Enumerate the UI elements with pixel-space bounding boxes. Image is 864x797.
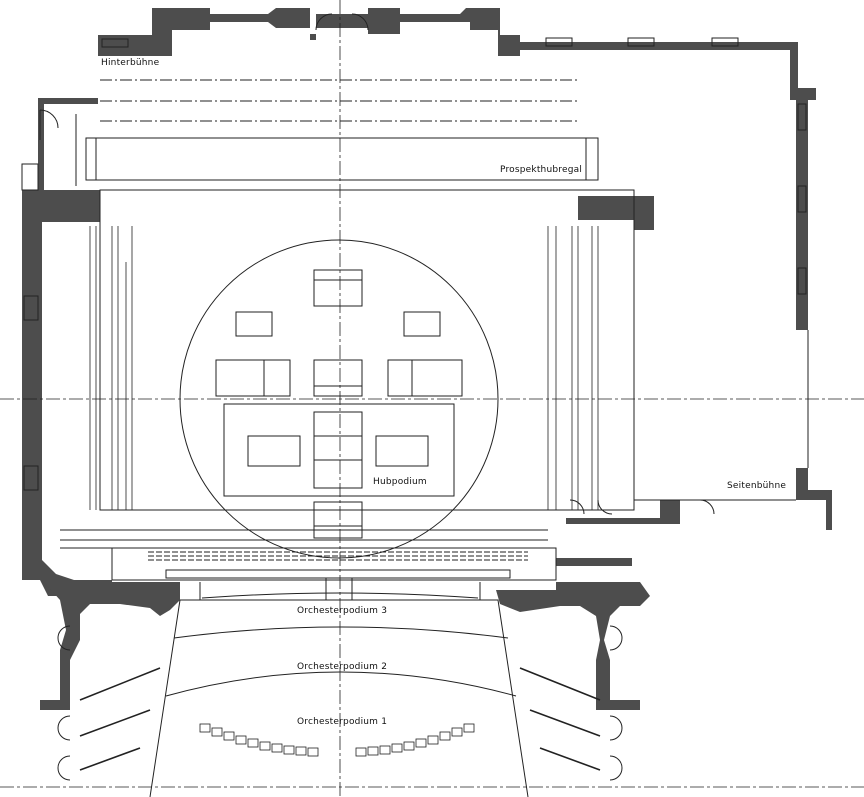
proscenium-right bbox=[496, 582, 650, 710]
flybar-lines bbox=[100, 79, 578, 122]
stage-right-block bbox=[556, 558, 632, 566]
top-wall bbox=[98, 8, 790, 56]
stage-slats bbox=[148, 551, 528, 561]
prospekthubregal-rack bbox=[85, 137, 599, 181]
main-stage bbox=[99, 189, 635, 511]
orchesterpodium-2-edge bbox=[165, 671, 517, 697]
label-orchesterpodium-2: Orchesterpodium 2 bbox=[297, 662, 388, 672]
fly-rails-left bbox=[89, 226, 133, 510]
side-boxes bbox=[79, 667, 601, 771]
label-seitenbuehne: Seitenbühne bbox=[727, 481, 787, 491]
stage-front-strip bbox=[111, 547, 557, 581]
stage-right-pier bbox=[578, 196, 654, 230]
walls bbox=[22, 8, 832, 710]
left-wall-upper bbox=[38, 98, 98, 190]
stage-front bbox=[60, 529, 556, 549]
hubpodium-platform bbox=[223, 403, 455, 497]
label-hubpodium: Hubpodium bbox=[373, 477, 427, 487]
door-top bbox=[315, 13, 369, 31]
label-prospekthubregal: Prospekthubregal bbox=[500, 165, 583, 175]
label-hinterbuehne: Hinterbühne bbox=[101, 58, 160, 68]
orchesterpodium-3-edge bbox=[173, 626, 509, 639]
left-wall bbox=[22, 190, 100, 596]
right-pier bbox=[796, 468, 832, 530]
orchestra-chairs bbox=[199, 723, 475, 757]
stage-apron bbox=[165, 569, 511, 579]
stage-right-wall bbox=[566, 500, 680, 524]
orchestra-pit bbox=[149, 599, 529, 797]
fly-rails-right bbox=[547, 226, 599, 510]
label-orchesterpodium-1: Orchesterpodium 1 bbox=[297, 717, 388, 727]
proscenium-left bbox=[40, 580, 180, 710]
label-orchesterpodium-3: Orchesterpodium 3 bbox=[297, 606, 388, 616]
